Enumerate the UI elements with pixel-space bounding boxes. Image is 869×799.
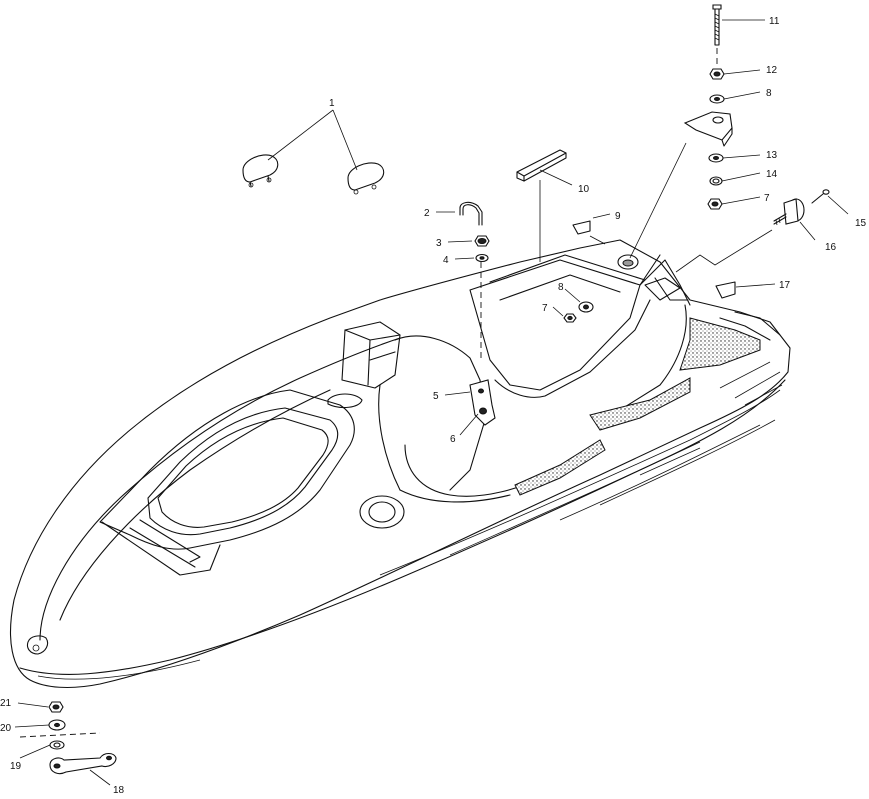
leader-bumper-to-hull [675, 229, 773, 273]
callout-8-seat: 8 [558, 282, 564, 293]
part-1-hatch-caps [242, 154, 385, 195]
callout-1: 1 [329, 98, 335, 109]
part-7-nut [707, 198, 723, 210]
callout-10: 10 [578, 184, 590, 195]
part-13-washer [708, 153, 724, 163]
part-4-washer [475, 253, 489, 263]
part-mount-bracket [683, 111, 733, 147]
part-9-decal [572, 220, 606, 245]
leader-bracket-to-hull [629, 142, 687, 259]
part-2-u-bolt [459, 201, 483, 226]
part-11-bolt [712, 4, 722, 46]
callout-18: 18 [113, 785, 125, 794]
callout-5: 5 [433, 391, 439, 402]
callout-8-stack: 8 [766, 88, 772, 99]
callout-21: 21 [0, 698, 12, 709]
callout-16: 16 [825, 242, 837, 253]
callout-9: 9 [615, 211, 621, 222]
part-14-washer [709, 176, 723, 186]
part-17-decal [715, 281, 736, 299]
part-5-6-bracket [469, 379, 496, 426]
callout-11: 11 [769, 16, 780, 27]
callout-labels: 1 2 3 4 5 6 7 8 9 10 11 12 8 13 14 7 15 … [0, 16, 867, 796]
callout-4: 4 [443, 255, 449, 266]
part-20-washer [48, 719, 66, 731]
part-8-washer-top [709, 94, 725, 104]
callout-7-seat: 7 [542, 303, 548, 314]
callout-12: 12 [766, 65, 778, 76]
callout-2: 2 [424, 208, 430, 219]
callout-6: 6 [450, 434, 456, 445]
part-3-nut [474, 235, 490, 247]
part-18-tie-bracket [49, 752, 117, 775]
callout-20: 20 [0, 723, 12, 734]
part-19-washer [49, 740, 65, 750]
callout-13: 13 [766, 150, 778, 161]
callout-14: 14 [766, 169, 778, 180]
assembly-line-lower [19, 732, 101, 738]
callout-17: 17 [779, 280, 791, 291]
watercraft-hull [9, 239, 791, 688]
callout-15: 15 [855, 218, 867, 229]
part-15-screw [811, 189, 830, 204]
part-12-nut [709, 68, 725, 80]
callout-3: 3 [436, 238, 442, 249]
callout-7-stack: 7 [764, 193, 770, 204]
leader-lines [14, 19, 849, 786]
part-21-nut [48, 701, 64, 713]
part-16-bumper [773, 198, 805, 226]
part-10-rail-strip [516, 149, 567, 262]
part-7-8-seat-hardware [563, 301, 594, 323]
callout-19: 19 [10, 761, 22, 772]
